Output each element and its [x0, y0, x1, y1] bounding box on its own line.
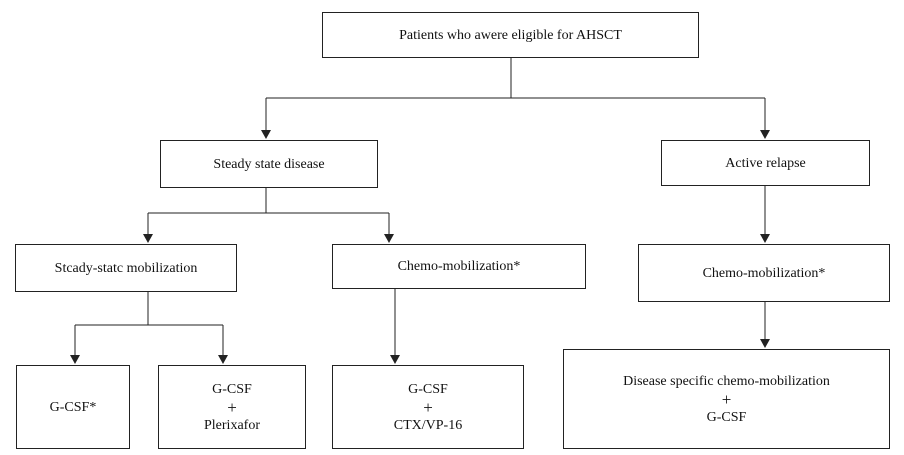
node-disease-specific: Disease specific chemo-mobilization + G-… — [563, 349, 890, 449]
plus-sign: + — [721, 389, 732, 409]
node-steady-state-mobilization-label: Stcady-statc mobilization — [54, 260, 198, 276]
node-gcsf-alone: G-CSF* — [16, 365, 130, 449]
node-root: Patients who awere eligible for AHSCT — [322, 12, 699, 58]
node-disease-specific-line1: Disease specific chemo-mobilization — [623, 373, 830, 389]
node-chemo-mobilization-left: Chemo-mobilization* — [332, 244, 586, 289]
node-gcsf-ctx-line2: CTX/VP-16 — [393, 417, 463, 433]
node-disease-specific-line2: G-CSF — [706, 409, 747, 425]
node-chemo-mobilization-right-label: Chemo-mobilization* — [702, 265, 826, 281]
node-gcsf-plerixafor-line1: G-CSF — [212, 381, 252, 397]
node-steady-state-disease: Steady state disease — [160, 140, 378, 188]
node-gcsf-plerixafor-line2: Plerixafor — [204, 417, 260, 433]
node-steady-state-mobilization: Stcady-statc mobilization — [15, 244, 237, 292]
node-root-label: Patients who awere eligible for AHSCT — [399, 27, 622, 43]
plus-sign: + — [227, 397, 237, 417]
node-gcsf-plerixafor: G-CSF + Plerixafor — [158, 365, 306, 449]
node-chemo-mobilization-left-label: Chemo-mobilization* — [397, 259, 521, 274]
node-gcsf-ctx: G-CSF + CTX/VP-16 — [332, 365, 524, 449]
node-active-relapse-label: Active relapse — [725, 155, 806, 171]
node-active-relapse: Active relapse — [661, 140, 870, 186]
node-gcsf-ctx-line1: G-CSF — [408, 381, 448, 397]
node-gcsf-alone-label: G-CSF* — [49, 399, 97, 415]
plus-sign: + — [423, 397, 433, 417]
node-chemo-mobilization-right: Chemo-mobilization* — [638, 244, 890, 302]
node-steady-state-disease-label: Steady state disease — [213, 156, 325, 172]
